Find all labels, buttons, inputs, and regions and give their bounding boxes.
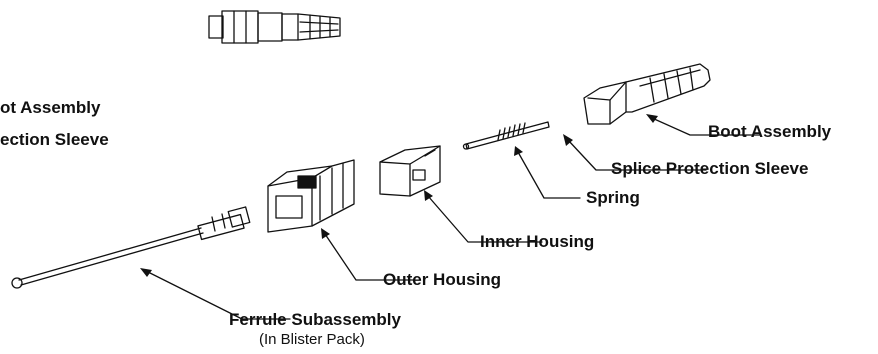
leader-arrowheads bbox=[140, 114, 658, 277]
label-boot-assembly-partial: ot Assembly bbox=[0, 98, 101, 117]
label-ferrule-subassembly: Ferrule Subassembly bbox=[229, 310, 401, 329]
leader-ferrule bbox=[147, 271, 291, 320]
label-splice-sleeve-partial: ection Sleeve bbox=[0, 130, 109, 149]
leader-sleeve bbox=[567, 139, 707, 171]
leader-boot bbox=[651, 117, 761, 136]
label-outer-housing: Outer Housing bbox=[383, 270, 502, 289]
outer-housing-illustration bbox=[267, 159, 355, 233]
label-ferrule-note: (In Blister Pack) bbox=[259, 331, 365, 348]
label-boot-assembly: Boot Assembly bbox=[708, 122, 832, 141]
leader-inner bbox=[427, 195, 543, 243]
leader-outer bbox=[324, 233, 415, 281]
label-spring: Spring bbox=[586, 188, 640, 207]
boot-assembly-illustration bbox=[583, 63, 711, 125]
spring-illustration bbox=[462, 121, 550, 150]
inner-housing-illustration bbox=[379, 145, 441, 197]
label-inner-housing: Inner Housing bbox=[480, 232, 595, 251]
leader-spring bbox=[517, 151, 581, 199]
assembled-connector-illustration bbox=[208, 10, 341, 44]
ferrule-subassembly-illustration bbox=[11, 206, 251, 289]
label-splice-protection-sleeve: Splice Protection Sleeve bbox=[611, 159, 809, 178]
leader-lines bbox=[147, 117, 761, 320]
